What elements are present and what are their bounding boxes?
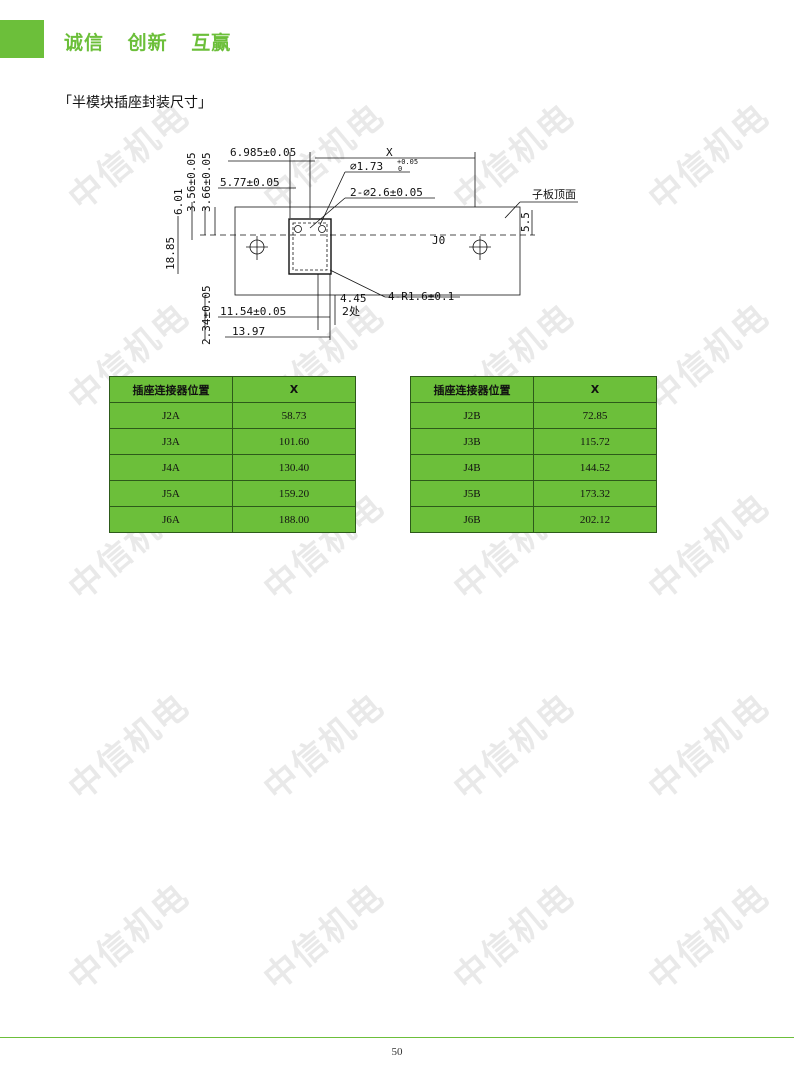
dim-1397: 13.97 (232, 325, 265, 338)
watermark-text: 中信机电 (446, 875, 583, 999)
table-b-header-x: X (533, 376, 657, 403)
table-a-header-x: X (232, 376, 356, 403)
slogan-word-2: 创新 (127, 32, 168, 54)
dim-1154: 11.54±0.05 (220, 305, 286, 318)
dim-445: 4.45 (340, 292, 367, 305)
dim-phi173-tol-upper: +0.05 (397, 158, 418, 166)
dim-6985: 6.985±0.05 (230, 146, 296, 159)
daughter-board-outline (234, 206, 521, 296)
dim-601: 6.01 (172, 189, 185, 216)
slogan-word-1: 诚信 (64, 32, 105, 54)
watermark-text: 中信机电 (61, 875, 198, 999)
watermark-text: 中信机电 (446, 685, 583, 809)
table-b-header-position: 插座连接器位置 (410, 376, 534, 403)
page-number: 50 (391, 1046, 403, 1058)
watermark-text: 中信机电 (641, 685, 778, 809)
j0-label: J0 (432, 234, 445, 247)
socket-dimension-drawing: 6.985±0.05 X ⌀1.73 +0.05 0 5.77±0.05 2-⌀… (164, 146, 578, 345)
dim-phi173: ⌀1.73 (350, 160, 383, 173)
watermark-text: 中信机电 (256, 685, 393, 809)
dim-55: 5.5 (519, 212, 532, 232)
dim-366: 3.66±0.05 (200, 152, 213, 212)
dim-356: 3.56±0.05 (185, 152, 198, 212)
board-top-label: 子板顶面 (532, 187, 576, 201)
watermark-text: 中信机电 (641, 875, 778, 999)
dim-577: 5.77±0.05 (220, 176, 280, 189)
section-title: 「半模块插座封装尺寸」 (58, 95, 212, 111)
watermark-text: 中信机电 (641, 95, 778, 219)
footer-divider (0, 1037, 794, 1038)
watermark-text: 中信机电 (641, 485, 778, 609)
header-accent-block (0, 20, 44, 58)
dim-4r16: 4-R1.6±0.1 (388, 290, 454, 303)
connector-outline (288, 218, 332, 275)
watermark-text: 中信机电 (61, 685, 198, 809)
dim-phi173-tol-lower: 0 (398, 165, 402, 173)
dim-234: 2.34±0.05 (200, 285, 213, 345)
table-a-header-position: 插座连接器位置 (109, 376, 233, 403)
hole-left (294, 225, 302, 233)
watermark-text: 中信机电 (256, 875, 393, 999)
header-slogan: 诚信 创新 互赢 (64, 28, 247, 55)
dim-x: X (386, 146, 393, 159)
hole-right (318, 225, 326, 233)
connector-inner (292, 222, 328, 271)
dim-2phi26: 2-⌀2.6±0.05 (350, 186, 423, 199)
two-places-label: 2处 (342, 305, 360, 318)
watermark-text: 中信机电 (641, 295, 778, 419)
dim-1885: 18.85 (164, 237, 177, 270)
slogan-word-3: 互赢 (191, 32, 232, 54)
